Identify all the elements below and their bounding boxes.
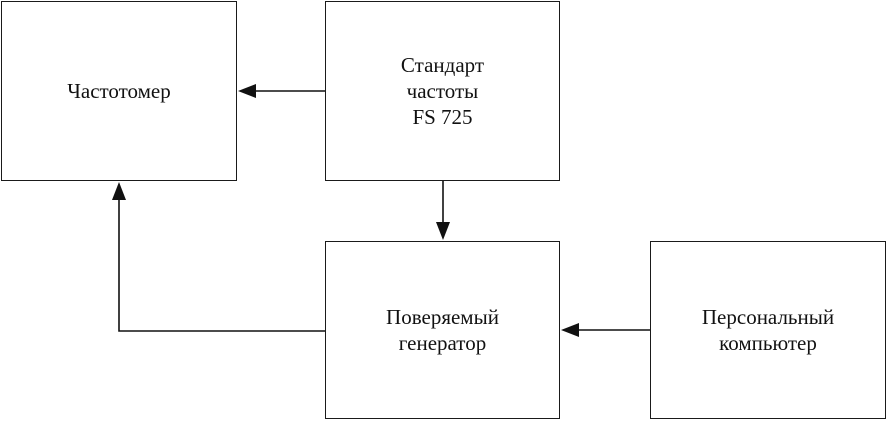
personal-computer-block: Персональный компьютер (650, 241, 886, 419)
arrow-standard-to-meter (238, 84, 325, 98)
generator-under-test-block: Поверяемый генератор (325, 241, 560, 419)
frequency-meter-block: Частотомер (1, 1, 237, 181)
frequency-standard-block: Стандарт частоты FS 725 (325, 1, 560, 181)
arrow-pc-to-generator (561, 323, 650, 337)
personal-computer-label: Персональный компьютер (701, 305, 835, 355)
arrow-generator-to-meter (112, 182, 325, 332)
arrow-standard-to-generator (436, 181, 450, 240)
frequency-meter-label: Частотомер (67, 79, 171, 103)
generator-under-test-label: Поверяемый генератор (386, 305, 499, 355)
frequency-standard-label: Стандарт частоты FS 725 (400, 53, 485, 129)
